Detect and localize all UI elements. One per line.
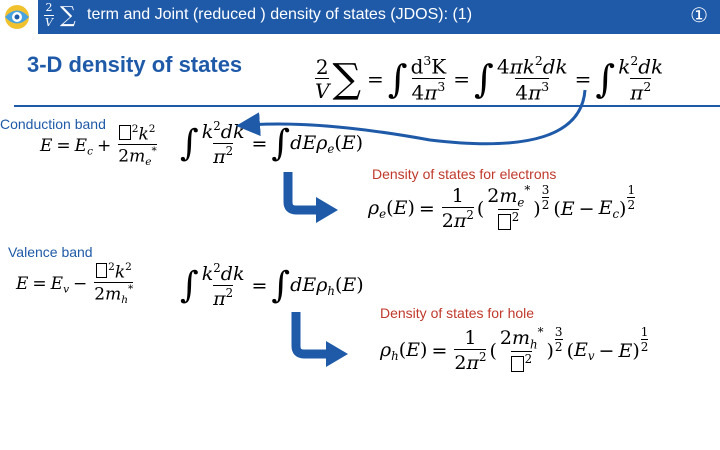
header-frac-den: V bbox=[45, 16, 53, 29]
slide-number: ① bbox=[690, 5, 708, 27]
header-sigma: ∑ bbox=[60, 3, 76, 28]
divider bbox=[14, 105, 720, 107]
header-equation: 2 V ∑ bbox=[40, 0, 80, 34]
down-right-arrow-icon bbox=[291, 312, 348, 367]
header-frac-num: 2 bbox=[45, 1, 53, 14]
header-title: term and Joint (reduced ) density of sta… bbox=[87, 6, 473, 23]
dos-hole-label: Density of states for hole bbox=[380, 305, 535, 321]
header-bar bbox=[0, 0, 720, 34]
section-title: 3-D density of states bbox=[27, 52, 243, 77]
valence-band-label: Valence band bbox=[8, 244, 93, 260]
down-right-arrow-icon bbox=[283, 172, 338, 223]
dos-electrons-label: Density of states for electrons bbox=[372, 166, 557, 182]
logo-icon bbox=[0, 0, 38, 34]
conduction-band-label: Conduction band bbox=[0, 116, 106, 132]
